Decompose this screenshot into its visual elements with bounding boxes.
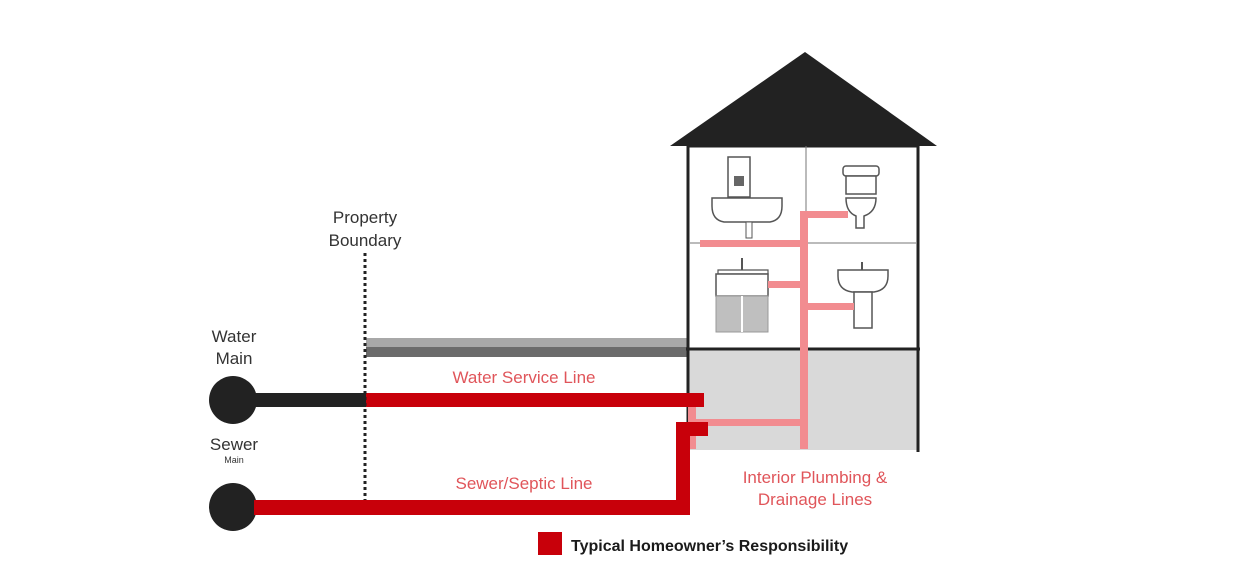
water-service-line-label: Water Service Line	[453, 368, 596, 387]
sewer-main-icon	[209, 483, 257, 531]
house-roof	[670, 52, 937, 146]
sewer-septic-line-label: Sewer/Septic Line	[455, 474, 592, 493]
property-boundary-label-1: Property	[333, 208, 398, 227]
ground-slab	[366, 338, 688, 357]
property-boundary-label-2: Boundary	[329, 231, 402, 250]
interior-plumbing-label-1: Interior Plumbing &	[743, 468, 888, 487]
sewer-septic-line	[254, 422, 708, 515]
water-main-pipe	[254, 393, 366, 407]
water-main-label-1: Water	[212, 327, 257, 346]
legend: Typical Homeowner’s Responsibility	[538, 532, 848, 555]
sink-cabinet-icon	[711, 156, 783, 239]
sewer-main-label-1: Sewer	[210, 435, 259, 454]
vanity-icon	[715, 258, 769, 333]
water-main-label-2: Main	[216, 349, 253, 368]
sewer-main-label-2: Main	[224, 455, 244, 465]
legend-label: Typical Homeowner’s Responsibility	[571, 538, 848, 555]
water-main-icon	[209, 376, 257, 424]
interior-plumbing-label-2: Drainage Lines	[758, 490, 872, 509]
toilet-icon	[842, 165, 880, 229]
pedestal-sink-icon	[837, 262, 889, 329]
water-service-line	[366, 393, 704, 407]
legend-swatch	[538, 532, 562, 555]
